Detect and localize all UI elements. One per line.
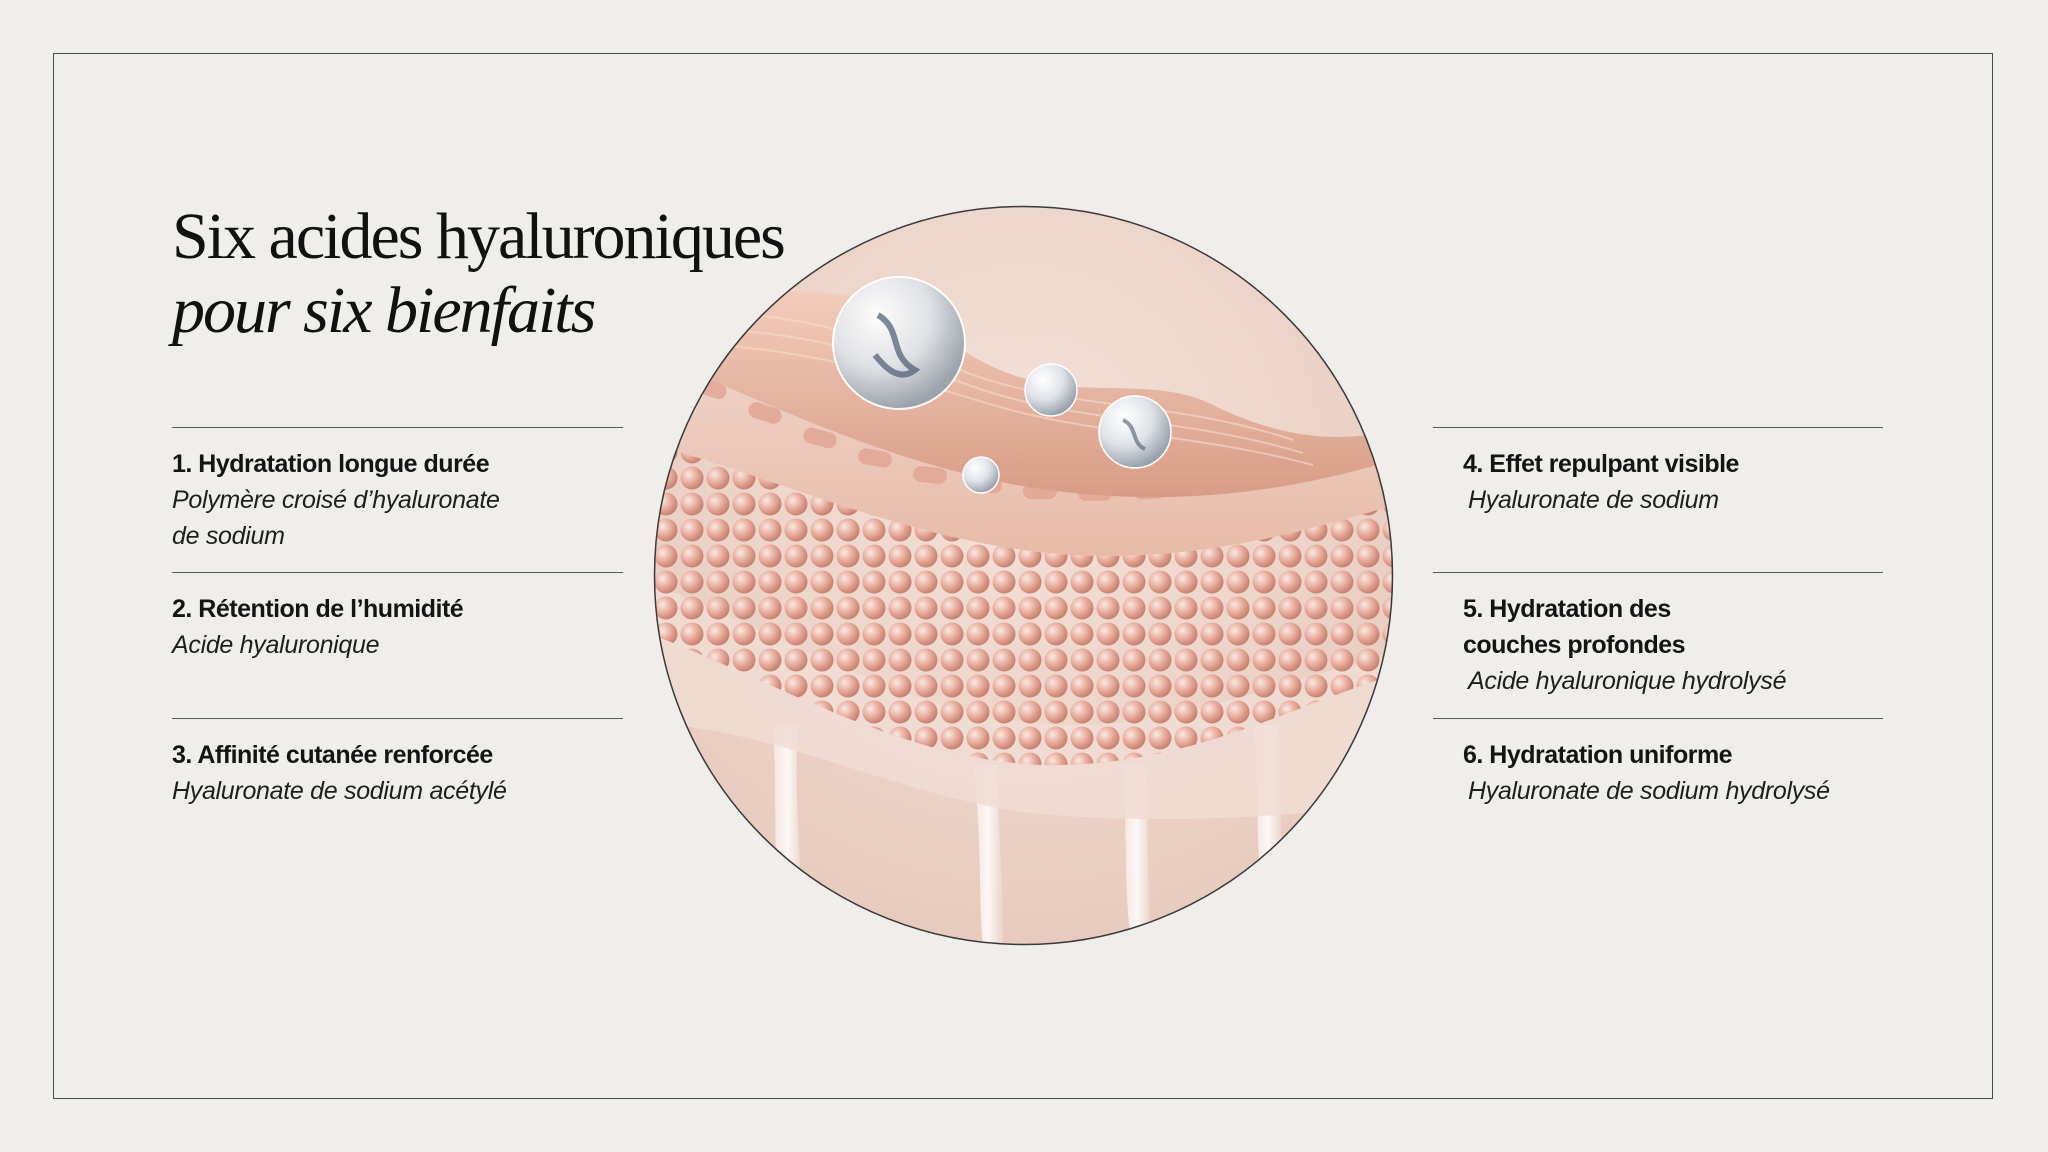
hyaluronic-spheres (832, 276, 1172, 494)
benefit-ingredient: Acide hyaluronique hydrolysé (1468, 667, 1787, 695)
slide-frame (53, 53, 1993, 1099)
title-line-1: Six acides hyaluroniques (172, 200, 786, 273)
skin-layers-illustration (653, 205, 1394, 946)
skin-layers-svg (653, 205, 1394, 946)
benefit-item-3: 3. Affinité cutanée renforcée Hyaluronat… (172, 718, 623, 818)
benefit-ingredient: Hyaluronate de sodium hydrolysé (1468, 777, 1830, 805)
surface-texture (672, 312, 1314, 466)
benefit-name: 1. Hydratation longue durée (172, 450, 490, 478)
capsule-layer (654, 355, 1393, 556)
benefit-item-5: 5. Hydratation des couches profondes Aci… (1433, 572, 1883, 717)
benefit-name: 6. Hydratation uniforme (1463, 741, 1733, 769)
benefit-ingredient: Hyaluronate de sodium (1468, 486, 1719, 514)
title-line-2: pour six bienfaits (172, 274, 596, 347)
benefit-name-continued: couches profondes (1463, 631, 1686, 659)
benefit-ingredient: Polymère croisé d’hyaluronate (172, 486, 500, 514)
benefit-name: 4. Effet repulpant visible (1463, 450, 1739, 478)
benefit-name: 5. Hydratation des (1463, 595, 1671, 623)
benefit-ingredient: Hyaluronate de sodium acétylé (172, 777, 507, 805)
illustration-circle-border (653, 205, 1394, 946)
benefit-name: 3. Affinité cutanée renforcée (172, 741, 493, 769)
benefit-item-4: 4. Effet repulpant visible Hyaluronate d… (1433, 427, 1883, 572)
benefit-item-1: 1. Hydratation longue durée Polymère cro… (172, 427, 623, 572)
beaded-layer (654, 445, 1393, 765)
benefit-ingredient-continued: de sodium (172, 522, 285, 550)
benefit-item-6: 6. Hydratation uniforme Hyaluronate de s… (1433, 718, 1883, 818)
base-layer (654, 585, 1393, 820)
benefit-item-2: 2. Rétention de l’humidité Acide hyaluro… (172, 572, 623, 717)
benefit-name: 2. Rétention de l’humidité (172, 595, 464, 623)
slide-title: Six acides hyaluroniques pour six bienfa… (172, 200, 786, 348)
benefit-ingredient: Acide hyaluronique (172, 631, 380, 659)
